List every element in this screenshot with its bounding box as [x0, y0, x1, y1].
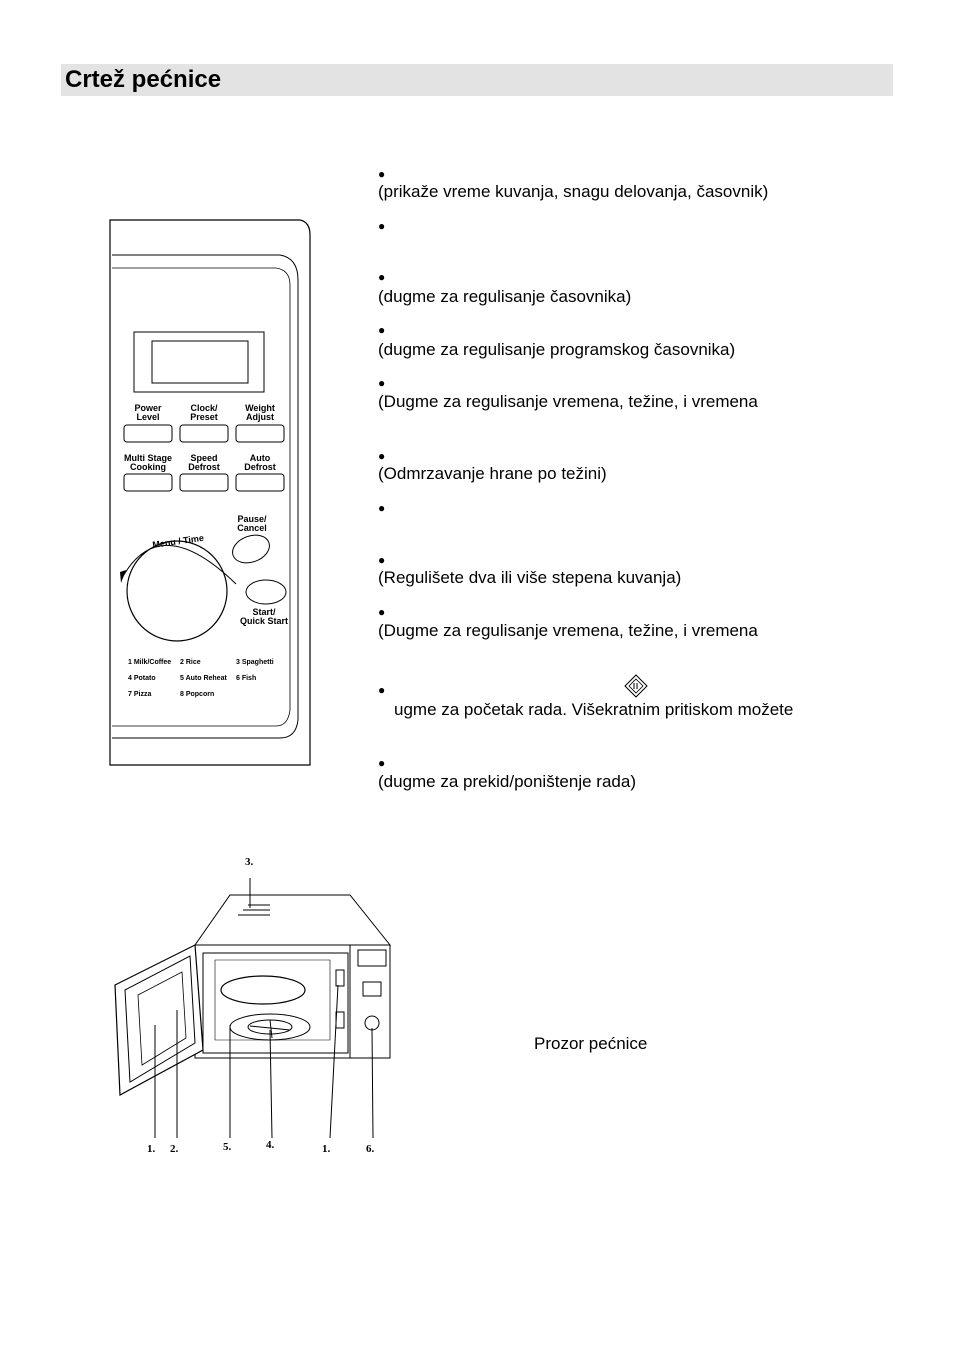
oven-drawing: 3. 1. 2. 5. 4. 1. 6.	[114, 856, 392, 1155]
auto-defrost-button	[235, 473, 285, 492]
label-1: 1.	[147, 1143, 156, 1155]
page-title: Crtež pećnice	[65, 66, 222, 93]
multi-stage-label-2: Cooking	[130, 462, 166, 472]
menu-item: 4 Potato	[128, 675, 156, 682]
title-bar: Crtež pećnice	[61, 64, 893, 96]
start-label-2: Quick Start	[240, 616, 288, 626]
bullet: ●	[378, 605, 386, 619]
label-1b: 1.	[322, 1143, 331, 1155]
description-line: (Dugme za regulisanje vremena, težine, i…	[378, 392, 758, 411]
description-line: (Dugme za regulisanje vremena, težine, i…	[378, 621, 758, 640]
label-3: 3.	[245, 856, 254, 868]
start-label: Start/	[252, 607, 276, 617]
clock-preset-label: Clock/	[190, 403, 218, 413]
bullet: ●	[378, 270, 386, 284]
label-4: 4.	[266, 1139, 275, 1151]
multi-stage-label: Multi Stage	[124, 453, 172, 463]
start-button	[245, 579, 287, 605]
power-level-label: Power	[134, 403, 162, 413]
description-line: (dugme za prekid/poništenje rada)	[378, 772, 636, 791]
label-6: 6.	[366, 1143, 375, 1155]
description-line: (Odmrzavanje hrane po težini)	[378, 464, 607, 483]
bullet: ●	[378, 323, 386, 337]
label-5: 5.	[223, 1141, 232, 1153]
description-line: ugme za početak rada. Višekratnim pritis…	[394, 700, 794, 719]
clock-preset-label-2: Preset	[190, 412, 218, 422]
bullet: ●	[378, 167, 386, 181]
menu-item: 2 Rice	[180, 659, 201, 666]
weight-adjust-label-2: Adjust	[246, 412, 274, 422]
description-line: (Regulišete dva ili više stepena kuvanja…	[378, 568, 682, 587]
oven-window-caption: Prozor pećnice	[534, 1034, 648, 1053]
weight-adjust-button	[235, 424, 285, 443]
menu-item: 5 Auto Reheat	[180, 675, 227, 682]
bullet: ●	[378, 756, 386, 770]
weight-adjust-label: Weight	[245, 403, 275, 413]
auto-defrost-label: Auto	[250, 453, 271, 463]
bullet: ●	[378, 553, 386, 567]
bullet: ●	[378, 376, 386, 390]
start-symbol-icon	[624, 674, 648, 698]
description-line: (dugme za regulisanje programskog časovn…	[378, 340, 736, 359]
clock-preset-button	[179, 424, 229, 443]
bullet: ●	[378, 683, 386, 697]
menu-item: 8 Popcorn	[180, 691, 214, 698]
menu-time-dial	[126, 540, 228, 642]
pause-label: Pause/	[237, 514, 267, 524]
pause-label-2: Cancel	[237, 523, 267, 533]
menu-item: 3 Spaghetti	[236, 659, 274, 666]
pause-cancel-button	[232, 534, 270, 564]
power-level-label-2: Level	[136, 412, 159, 422]
bullet: ●	[378, 219, 386, 233]
power-level-button	[123, 424, 173, 443]
speed-defrost-label-2: Defrost	[188, 462, 220, 472]
auto-defrost-label-2: Defrost	[244, 462, 276, 472]
menu-item: 6 Fish	[236, 675, 256, 682]
description-line: (prikaže vreme kuvanja, snagu delovanja,…	[378, 182, 769, 201]
bullet: ●	[378, 501, 386, 515]
bullet: ●	[378, 449, 386, 463]
speed-defrost-button	[179, 473, 229, 492]
speed-defrost-label: Speed	[190, 453, 217, 463]
menu-item: 1 Milk/Coffee	[128, 659, 171, 666]
label-2: 2.	[170, 1143, 179, 1155]
description-line: (dugme za regulisanje časovnika)	[378, 287, 632, 306]
multi-stage-button	[123, 473, 173, 492]
menu-item: 7 Pizza	[128, 691, 151, 698]
control-panel-drawing: Power Level Clock/ Preset Weight Adjust …	[109, 219, 311, 766]
